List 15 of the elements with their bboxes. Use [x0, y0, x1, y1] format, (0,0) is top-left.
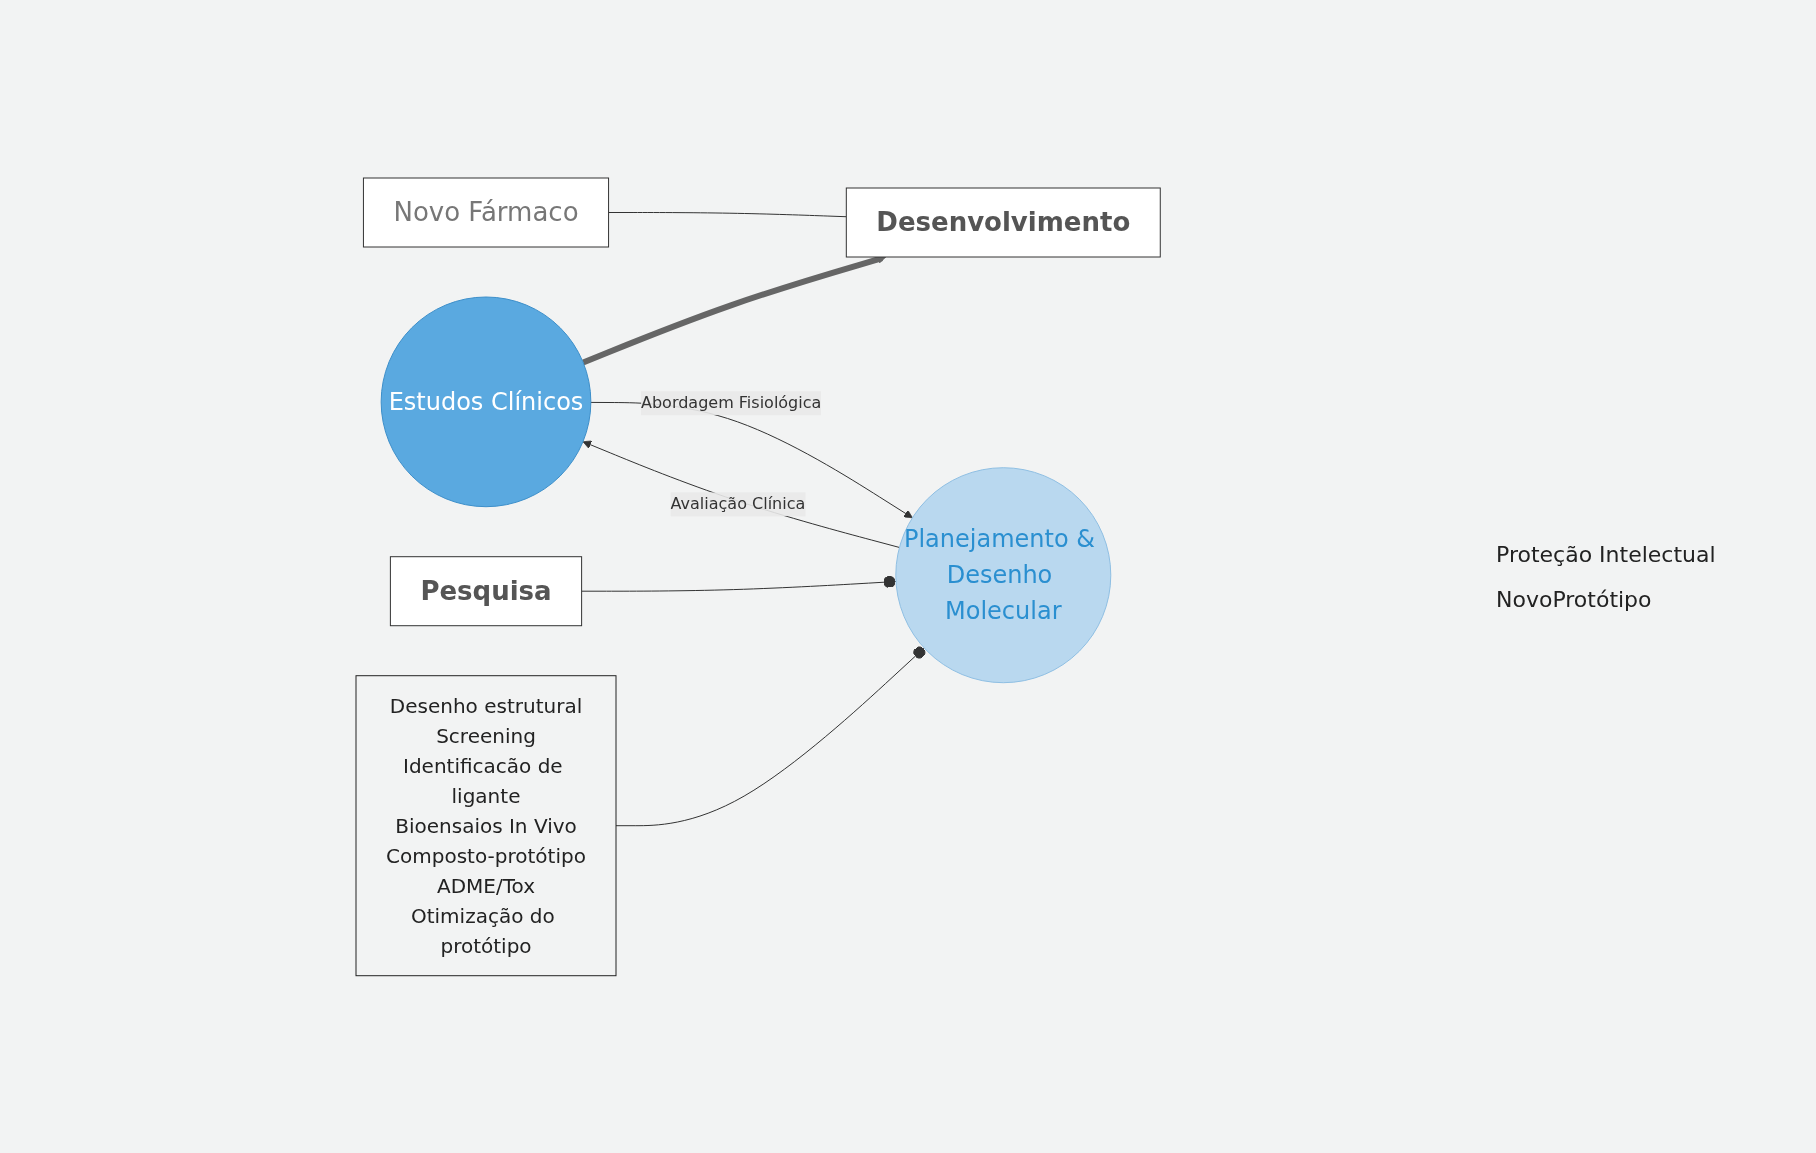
- node-circle: Planejamento & Desenho Molecular: [895, 466, 1112, 683]
- node-box: Pesquisa: [389, 555, 582, 626]
- edge-label: Avaliação Clínica: [670, 493, 806, 513]
- connector: [615, 646, 926, 826]
- note-text: NovoProtótipo: [1496, 586, 1653, 612]
- edge-label: Abordagem Fisiológica: [640, 392, 822, 412]
- node-box: Desenho estrutural Screening Identificacão de ligante Bioensaios In Vivo Composto-protótipo ADME/Tox Otimização do protótipo: [355, 674, 617, 976]
- arrow: [582, 440, 900, 548]
- node-box: Desenvolvimento: [845, 187, 1161, 258]
- connector: [580, 575, 897, 592]
- node-circle: Estudos Clínicos: [380, 296, 592, 507]
- note-text: Proteção Intelectual: [1496, 541, 1717, 567]
- connector: [607, 211, 847, 217]
- arrow: [590, 401, 913, 518]
- node-box: Novo Fármaco: [362, 177, 609, 248]
